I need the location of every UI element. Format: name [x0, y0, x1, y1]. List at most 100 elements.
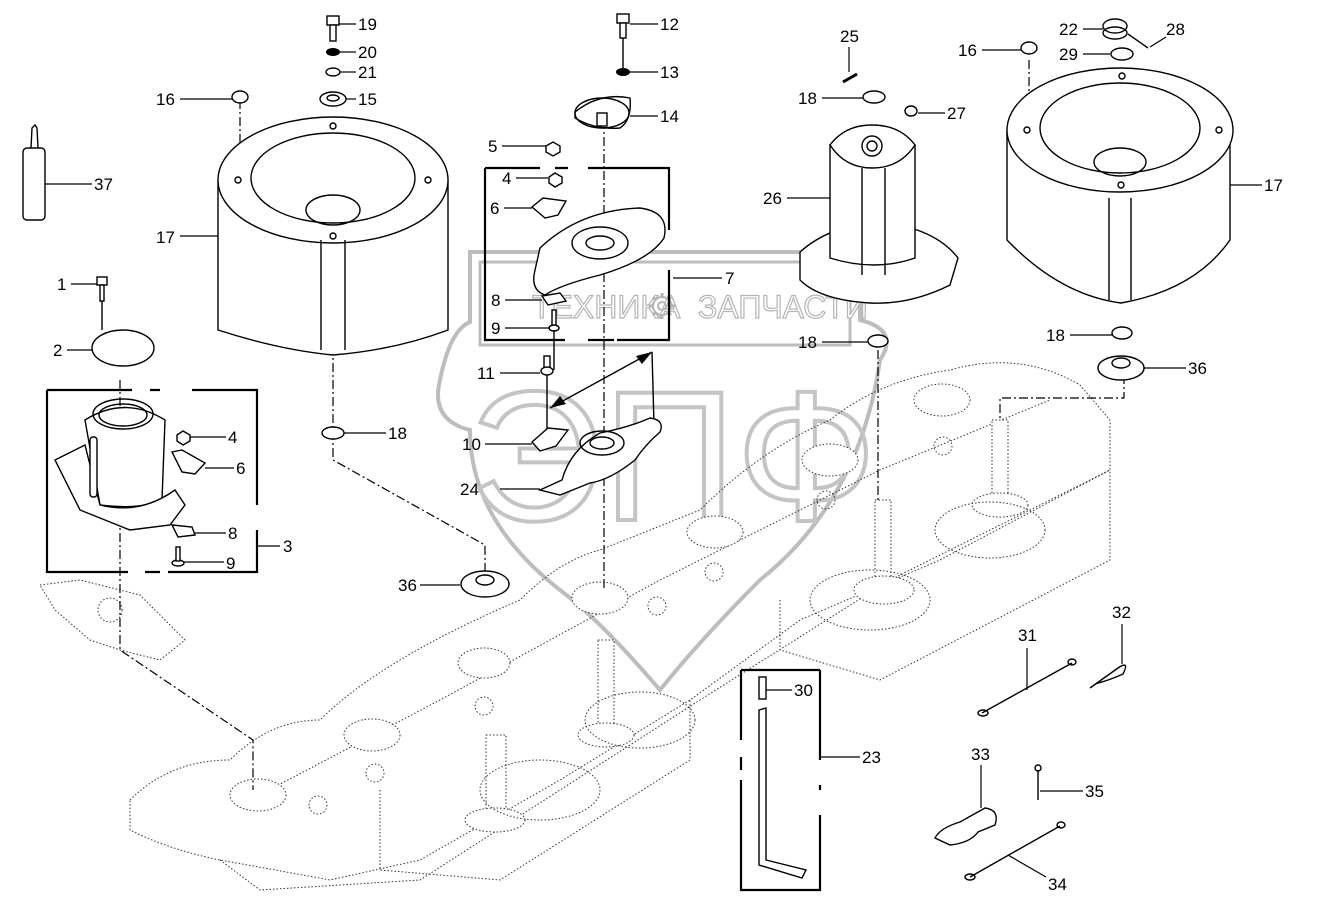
part-27-plug	[904, 105, 918, 117]
part-14-cap	[574, 95, 631, 129]
arrow-double	[549, 351, 655, 426]
assembly-3-box	[45, 388, 259, 574]
watermark-text-right: ЗАПЧАСТИ	[698, 289, 868, 325]
callout-23: 23	[862, 748, 881, 767]
part-18-ring-top-center	[862, 90, 886, 104]
part-34-cable	[964, 821, 1066, 881]
callout-16: 16	[958, 41, 977, 60]
callout-27: 27	[947, 104, 966, 123]
callout-21: 21	[358, 63, 377, 82]
part-15-washer	[319, 91, 347, 107]
callouts: 1 2 3 4 4 5 6 6 7 8 8 9 9 10 11 12 13 14…	[45, 15, 1283, 894]
part-17-drum-right	[1006, 67, 1234, 304]
part-16-plug-right	[1020, 41, 1038, 55]
part-9-bolt-left	[171, 546, 185, 567]
part-5-nut	[545, 141, 561, 157]
callout-14: 14	[660, 107, 679, 126]
callout-16: 16	[156, 90, 175, 109]
callout-6: 6	[236, 459, 245, 478]
callout-20: 20	[358, 43, 377, 62]
callout-35: 35	[1085, 782, 1104, 801]
part-26-gear-housing	[799, 124, 959, 304]
part-28-screw	[1127, 33, 1149, 49]
callout-32: 32	[1112, 603, 1131, 622]
callout-19: 19	[358, 15, 377, 34]
part-20-washer	[326, 48, 340, 56]
watermark-inner-frame	[478, 260, 852, 347]
part-2-cover-plate	[91, 329, 155, 367]
callout-8: 8	[228, 524, 237, 543]
callout-4: 4	[502, 169, 511, 188]
part-8-plate-left	[170, 524, 196, 538]
part-18-ring-right	[1111, 326, 1133, 340]
callout-12: 12	[660, 15, 679, 34]
callout-33: 33	[971, 745, 990, 764]
part-22-bushing	[1102, 18, 1128, 40]
part-12-bolt	[616, 13, 630, 68]
callout-26: 26	[763, 189, 782, 208]
callout-7: 7	[725, 269, 734, 288]
part-4-nut-center	[548, 172, 563, 188]
callout-2: 2	[53, 341, 62, 360]
part-33-latch-plate	[934, 807, 997, 846]
callout-3: 3	[283, 537, 292, 556]
part-18-ring-center	[867, 334, 889, 348]
callout-24: 24	[460, 480, 479, 499]
callout-4: 4	[228, 428, 237, 447]
callout-5: 5	[488, 137, 497, 156]
callout-30: 30	[794, 681, 813, 700]
watermark-shield	[436, 250, 889, 694]
part-7-rotor-disc	[533, 207, 666, 296]
callout-36: 36	[1188, 359, 1207, 378]
callout-22: 22	[1059, 20, 1078, 39]
callout-28: 28	[1166, 20, 1185, 39]
part-36-cap-right	[1097, 355, 1145, 381]
part-4-nut-left	[176, 430, 191, 446]
cutter-bar-frame	[39, 362, 1111, 891]
callout-37: 37	[94, 175, 113, 194]
part-29-ring	[1110, 47, 1134, 61]
part-18-ring-left	[321, 426, 345, 440]
assembly-7-box	[483, 166, 671, 342]
callout-15: 15	[358, 90, 377, 109]
part-1-bolt	[96, 276, 108, 330]
callout-11: 11	[477, 364, 495, 383]
callout-18: 18	[798, 89, 817, 108]
part-6-bracket-center	[530, 197, 568, 219]
callout-9: 9	[226, 554, 235, 573]
part-13-washer	[616, 68, 630, 76]
part-19-bolt	[326, 15, 340, 42]
callout-10: 10	[462, 435, 481, 454]
callout-9: 9	[491, 319, 500, 338]
assembly-23-box	[739, 668, 822, 892]
part-25-pin	[842, 72, 858, 84]
callout-18: 18	[1046, 326, 1065, 345]
callout-29: 29	[1059, 45, 1078, 64]
part-32-spring-clip	[1089, 664, 1127, 689]
callout-18: 18	[388, 424, 407, 443]
callout-8: 8	[491, 291, 500, 310]
part-9-bolt-center	[548, 309, 560, 370]
part-10-knife	[531, 427, 570, 452]
callout-18: 18	[798, 333, 817, 352]
callout-1: 1	[57, 275, 66, 294]
part-21-washer	[325, 67, 341, 77]
callout-13: 13	[660, 63, 679, 82]
callout-6: 6	[490, 199, 499, 218]
callout-25: 25	[840, 27, 859, 46]
callout-31: 31	[1018, 626, 1037, 645]
part-16-plug-left	[231, 90, 249, 104]
callout-17: 17	[1264, 176, 1283, 195]
callout-17: 17	[156, 228, 175, 247]
callout-34: 34	[1048, 875, 1067, 894]
part-6-bracket-left	[170, 449, 207, 475]
part-17-drum-left	[217, 116, 449, 356]
callout-36: 36	[398, 576, 417, 595]
part-11-bolt	[540, 355, 554, 430]
part-24-blade-holder	[537, 417, 662, 496]
part-37-grease-tube	[22, 123, 46, 221]
part-35-pin	[1034, 764, 1042, 800]
part-36-cap-left	[460, 570, 510, 598]
part-8-plate-center	[540, 292, 568, 306]
